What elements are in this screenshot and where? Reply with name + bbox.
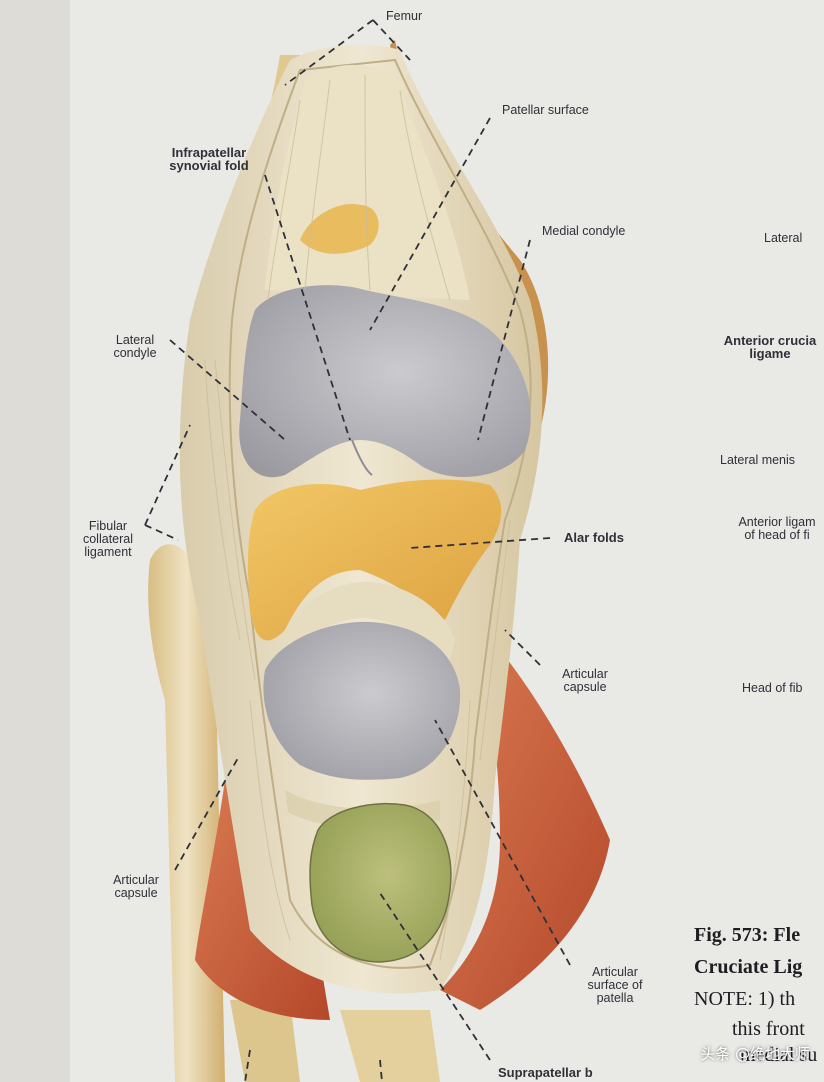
- caption-line-5: medial su: [740, 1044, 818, 1066]
- label-patellar-surface: Patellar surface: [502, 103, 589, 117]
- label-lateral-meniscus: Lateral menis: [720, 453, 796, 467]
- label-articular-capsule-right: Articular capsule: [562, 667, 608, 694]
- label-articular-capsule-left: Articular capsule: [113, 873, 159, 900]
- caption-line-3: NOTE: 1) th: [694, 988, 796, 1010]
- label-alar-folds: Alar folds: [564, 530, 624, 545]
- caption-line-2: Cruciate Lig: [694, 956, 803, 978]
- caption-line-1: Fig. 573: Fle: [694, 924, 801, 946]
- label-fibular-collateral-ligament: Fibular collateral ligament: [82, 519, 134, 559]
- label-suprapatellar: Suprapatellar b: [498, 1065, 593, 1080]
- label-lateral-condyle: Lateral condyle: [113, 333, 157, 360]
- label-femur: Femur: [386, 9, 423, 23]
- label-lateral: Lateral: [764, 231, 803, 245]
- caption-line-4: this front: [732, 1018, 805, 1040]
- label-articular-surface-patella: Articular surface of patella: [587, 965, 643, 1005]
- label-medial-condyle: Medial condyle: [542, 224, 626, 238]
- label-infrapatellar-synovial-fold: Infrapatellar synovial fold: [169, 145, 249, 173]
- label-head-of-fibula: Head of fib: [742, 681, 803, 695]
- label-anterior-ligament: Anterior ligam of head of fi: [738, 515, 816, 542]
- label-anterior-cruciate: Anterior crucia ligame: [723, 333, 817, 361]
- watermark: 头条 @绝地大师: [700, 1045, 810, 1063]
